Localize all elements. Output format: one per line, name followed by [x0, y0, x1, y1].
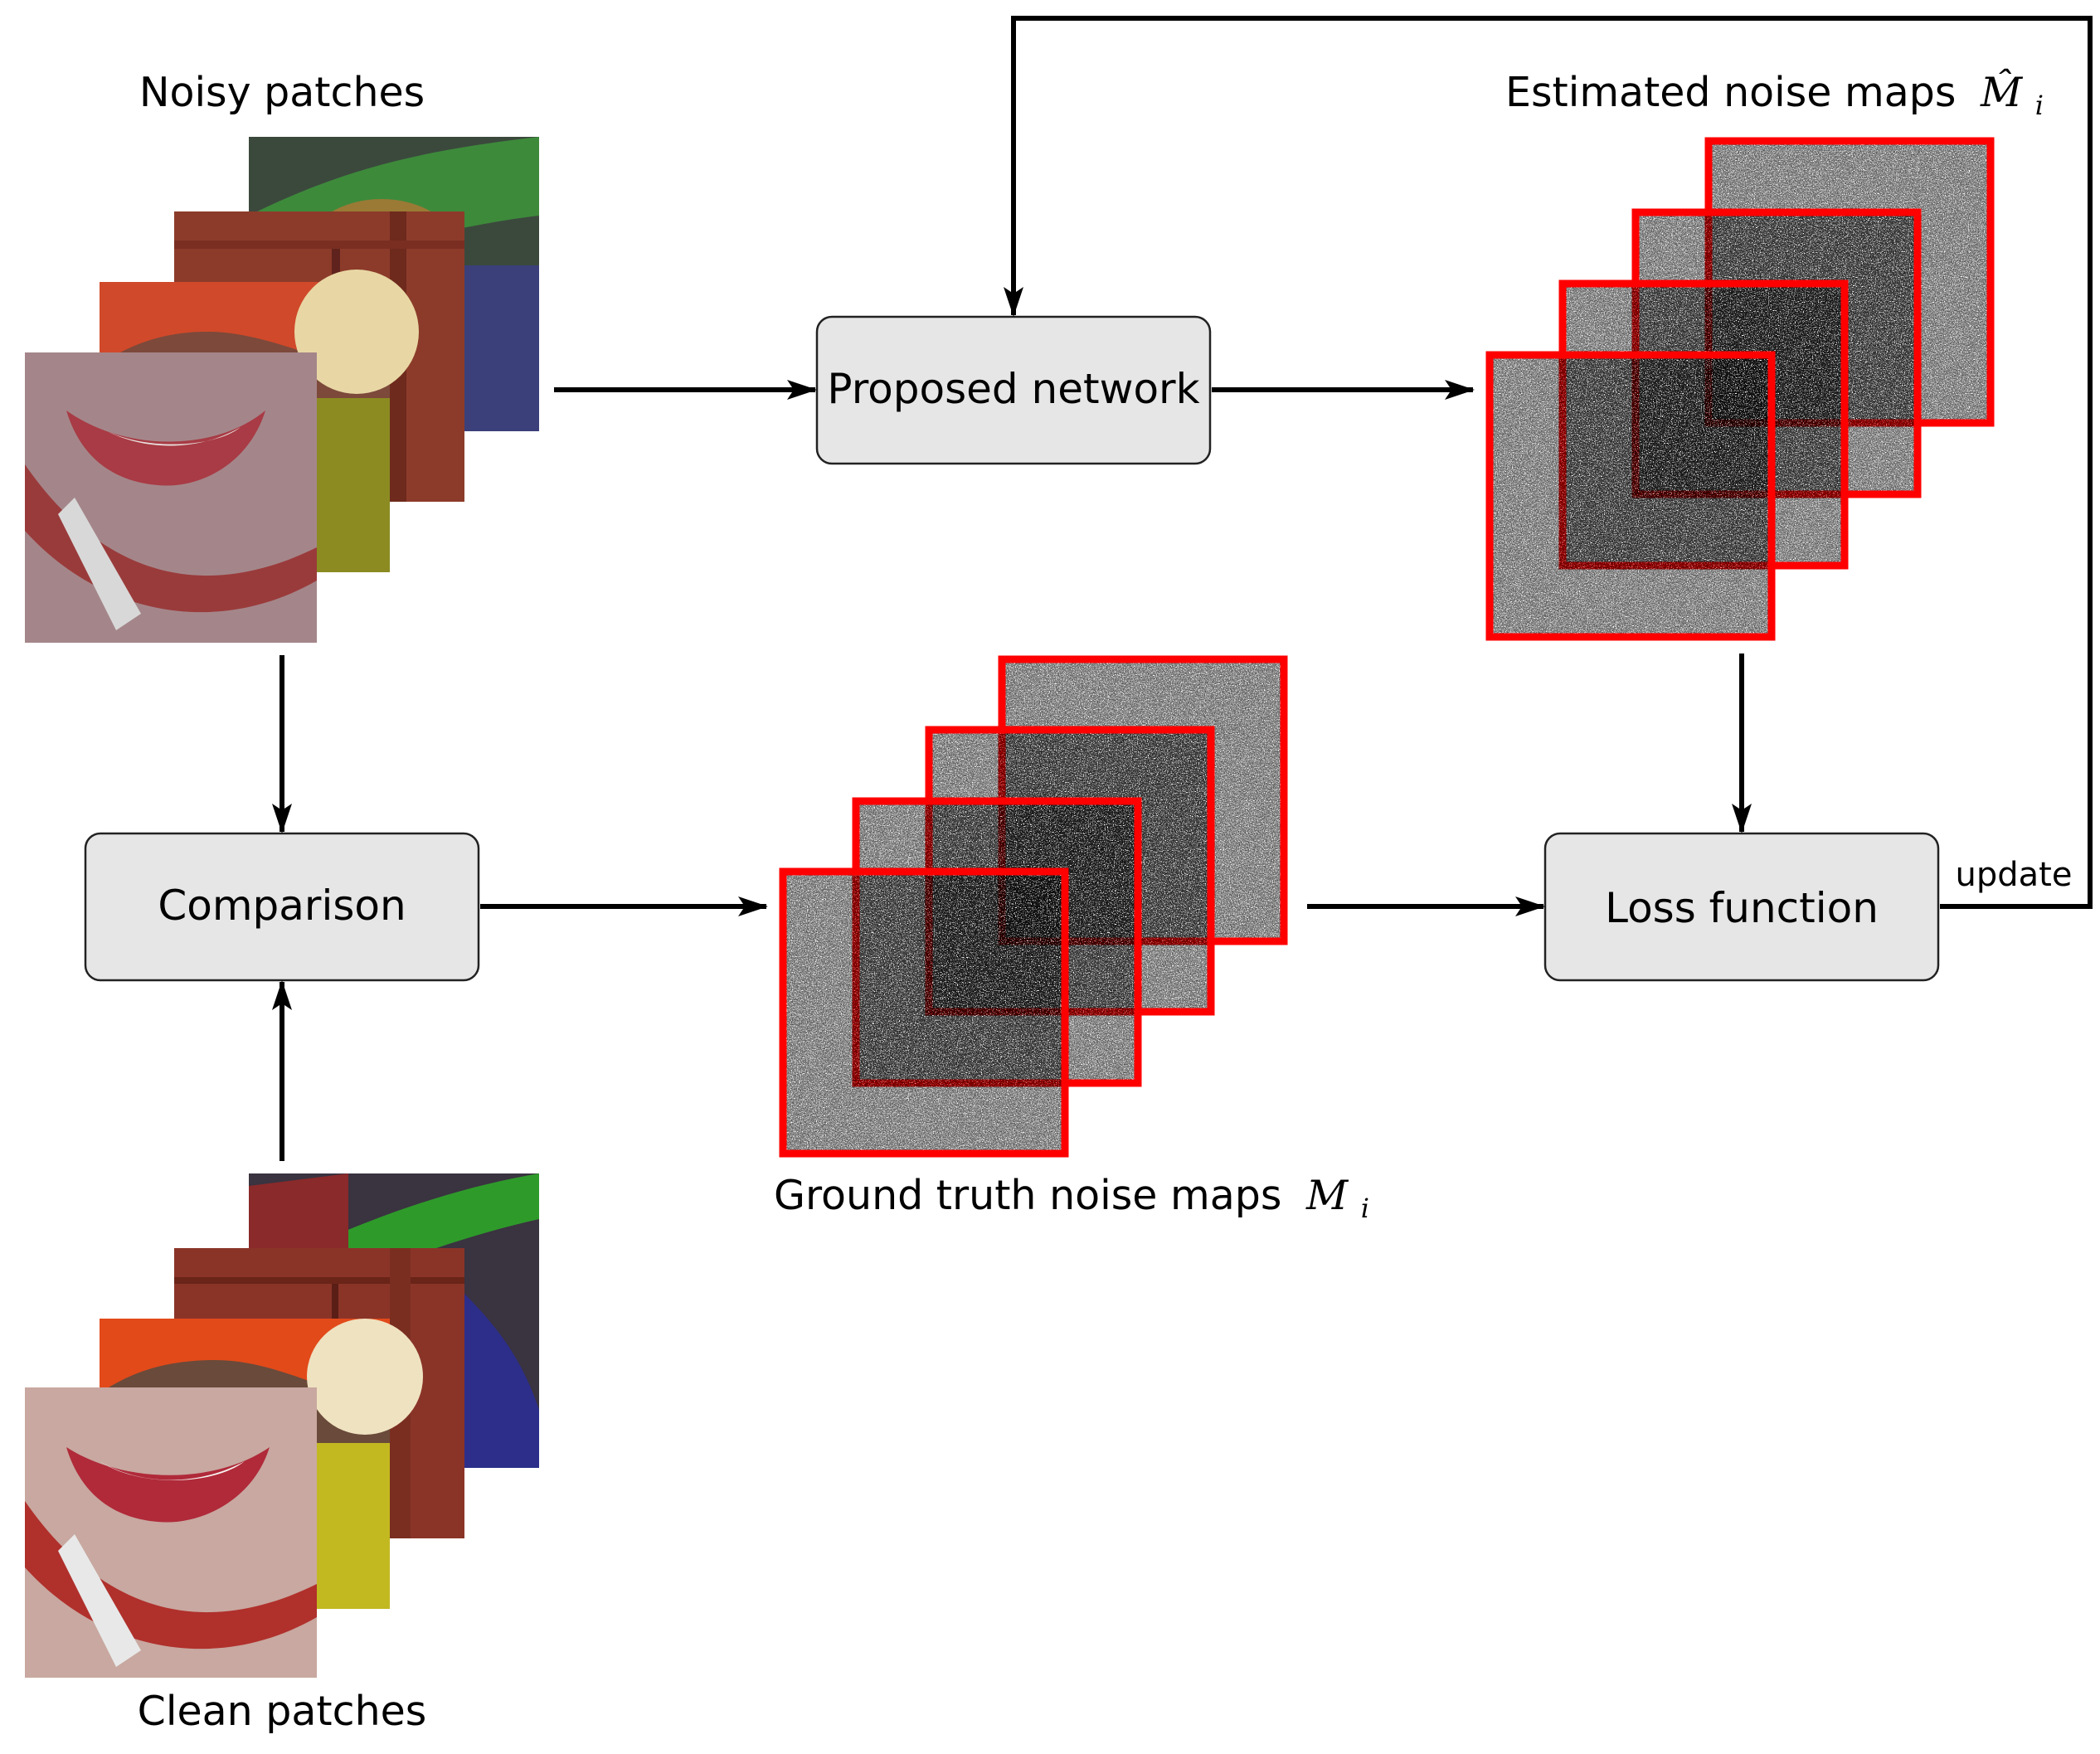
- svg-text:Estimated noise maps M̂: Estimated noise maps M̂ i: [1505, 68, 2044, 121]
- arrow-update-feedback: [1004, 16, 2093, 909]
- clean-patches-stack: [25, 1173, 539, 1678]
- comparison-box: Comparison: [84, 832, 480, 982]
- estimated-noise-maps-text: Estimated noise maps: [1505, 69, 1956, 116]
- ground-truth-noise-maps-label: Ground truth noise maps M i: [774, 1172, 1369, 1224]
- ground-truth-noise-map-1: [783, 872, 1065, 1154]
- noisy-patches-stack: [25, 137, 539, 643]
- svg-text:Ground truth noise maps: Ground truth noise maps M i: [774, 1172, 1369, 1224]
- estimated-noise-map-1: [1490, 355, 1772, 637]
- arrows: [272, 16, 2093, 1161]
- loss-function-box: Loss function: [1543, 832, 1940, 982]
- ground-truth-symbol: M: [1305, 1172, 1349, 1219]
- ground-truth-noise-maps-text: Ground truth noise maps: [774, 1172, 1281, 1219]
- ground-truth-subscript: i: [1361, 1193, 1369, 1224]
- clean-patches-label: Clean patches: [138, 1688, 427, 1735]
- noisy-patches-label: Noisy patches: [139, 69, 425, 116]
- proposed-network-label: Proposed network: [827, 365, 1199, 413]
- update-label: update: [1956, 856, 2073, 894]
- estimated-noise-subscript: i: [2035, 90, 2044, 121]
- estimated-noise-maps-label: Estimated noise maps M̂ i: [1505, 68, 2044, 121]
- estimated-noise-symbol: M̂: [1980, 68, 2024, 116]
- ground-truth-noise-map-1-border: [779, 867, 1069, 1158]
- proposed-network-box: Proposed network: [815, 315, 1212, 465]
- estimated-noise-map-1-border: [1485, 351, 1776, 641]
- estimated-noise-maps-stack: [1485, 137, 1995, 641]
- loss-function-label: Loss function: [1605, 884, 1879, 932]
- comparison-label: Comparison: [158, 882, 406, 930]
- noisy-patch-1: [25, 352, 317, 643]
- clean-patch-1: [25, 1387, 317, 1678]
- ground-truth-noise-maps-stack: [779, 655, 1288, 1158]
